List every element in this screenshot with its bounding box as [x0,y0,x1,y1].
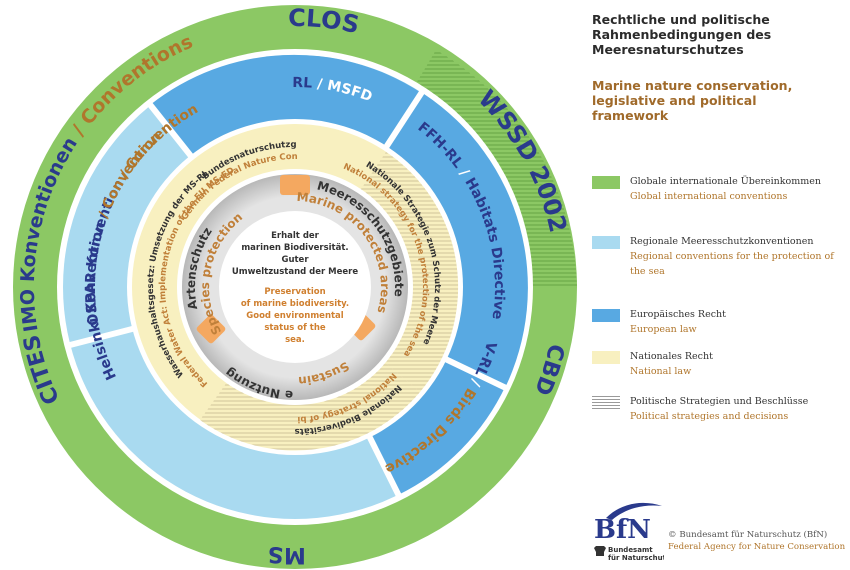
title-en-line-2: legislative and political [592,93,757,108]
legend-national-de: Nationales Recht [630,351,713,362]
bfn-logo: BfN Bundesamt für Naturschutz [594,502,664,562]
legend-text-political: Politische Strategien und Beschlüsse Pol… [630,394,840,424]
center-en-line-1: Preservation [264,287,325,297]
title-de-line-1: Rechtliche und politische [592,12,770,27]
legend-european-de: Europäisches Recht [630,309,726,320]
logo-sub-line-1: Bundesamt [608,546,653,554]
legend-european-en: European law [630,324,697,335]
inner-ring-orange-tabs [196,175,376,344]
copyright-de: © Bundesamt für Naturschutz (BfN) [668,530,828,540]
eagle-icon [594,546,606,556]
logo-swoosh-icon [606,502,662,520]
logo-text: BfN [594,515,651,545]
center-de-line-1: Erhalt der [271,231,320,241]
legend-regional-de: Regionale Meeresschutzkonventionen [630,236,814,247]
legend-global-en: Global international conventions [630,191,788,202]
center-de-line-3: Guter [281,255,309,265]
legend-regional-en: Regional conventions for the protection … [630,251,834,277]
sidebar: Rechtliche und politische Rahmenbedingun… [592,0,850,570]
title-german: Rechtliche und politische Rahmenbedingun… [592,12,842,57]
title-english: Marine nature conservation, legislative … [592,78,842,123]
legend-swatch-political [592,396,620,409]
legend-text-national: Nationales Recht National law [630,349,840,379]
center-en-line-4: status of the [264,323,326,333]
legend-text-regional: Regionale Meeresschutzkonventionen Regio… [630,234,840,279]
center-en-line-5: sea. [285,335,305,345]
title-en-line-1: Marine nature conservation, [592,78,793,93]
center-de-line-4: Umweltzustand der Meere [232,267,358,277]
legend-swatch-european [592,309,620,322]
center-de-line-2: marinen Biodiversität. [241,243,348,253]
title-de-line-2: Rahmenbedingungen des [592,27,772,42]
center-en-line-2: of marine biodiversity. [241,299,349,309]
legend-text-european: Europäisches Recht European law [630,307,840,337]
title-en-line-3: framework [592,108,669,123]
legend-political-de: Politische Strategien und Beschlüsse [630,396,809,407]
legend-global-de: Globale internationale Übereinkommen [630,176,821,187]
legend-swatch-national [592,351,620,364]
center-text: Erhalt der marinen Biodiversität. Guter … [232,231,358,345]
center-en-line-3: Good environmental [246,311,344,321]
legend-text-global: Globale internationale Übereinkommen Glo… [630,174,840,204]
framework-diagram: Erhalt der marinen Biodiversität. Guter … [0,0,577,569]
legend-swatch-regional [592,236,620,249]
copyright: © Bundesamt für Naturschutz (BfN) Federa… [668,529,850,553]
center-disc [219,211,371,363]
copyright-en: Federal Agency for Nature Conservation [668,542,846,552]
title-de-line-3: Meeresnaturschutzes [592,42,744,57]
logo-sub-line-2: für Naturschutz [608,554,664,562]
legend-national-en: National law [630,366,692,377]
legend-political-en: Political strategies and decisions [630,411,789,422]
legend-swatch-global [592,176,620,189]
